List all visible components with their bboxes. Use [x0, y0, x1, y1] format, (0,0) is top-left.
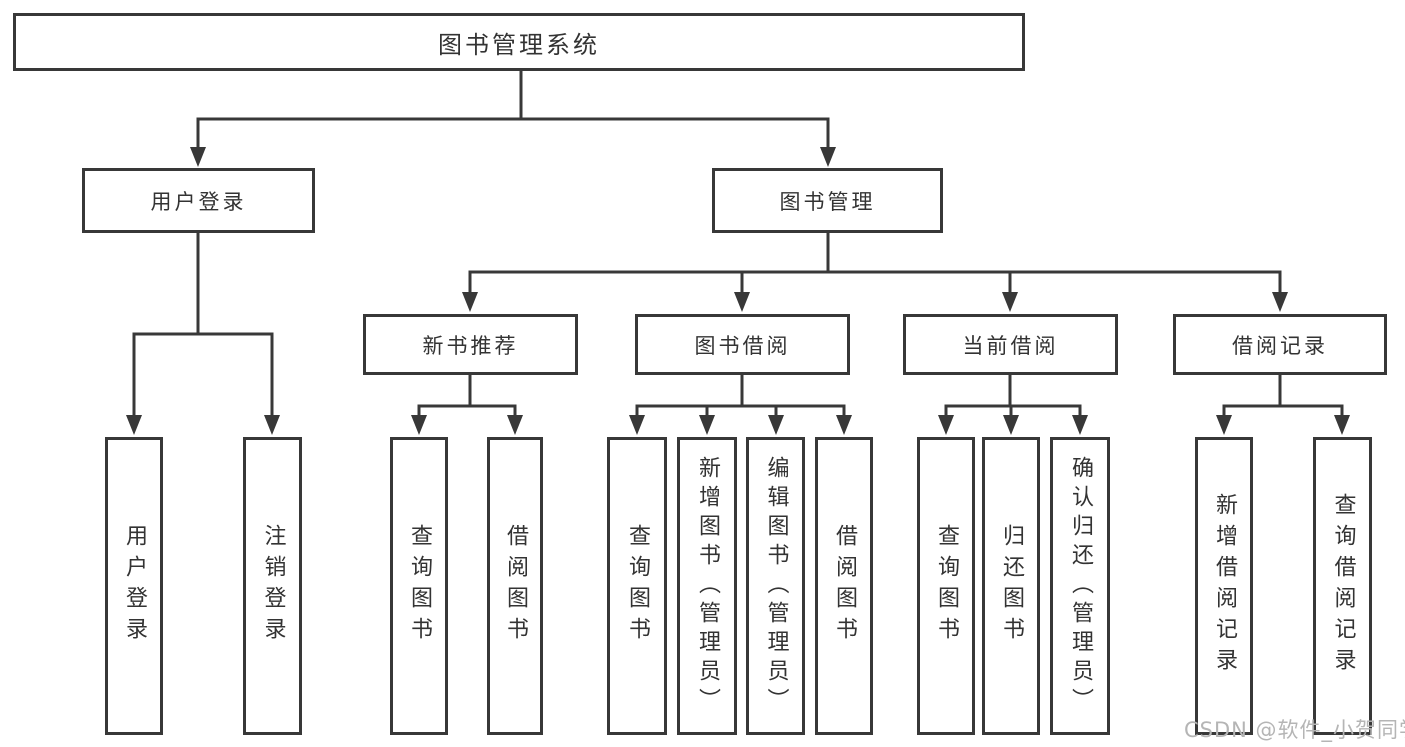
leaf-label: 查询图书: [625, 524, 650, 648]
leaf-edit-book-admin: 编辑图书（管理员）: [746, 437, 805, 735]
leaf-logout: 注销登录: [243, 437, 302, 735]
leaf-confirm-return-admin: 确认归还（管理员）: [1050, 437, 1110, 735]
node-library-management-system: 图书管理系统: [13, 13, 1025, 71]
leaf-label: 新增图书（管理员）: [695, 455, 720, 717]
leaf-label: 查询图书: [934, 524, 959, 648]
node-current-borrowing: 当前借阅: [903, 314, 1118, 375]
leaf-borrow-book: 借阅图书: [815, 437, 873, 735]
leaf-label: 用户登录: [122, 524, 147, 648]
node-label: 图书管理系统: [438, 30, 600, 59]
node-label: 用户登录: [150, 189, 247, 214]
leaf-label: 编辑图书（管理员）: [763, 455, 789, 717]
leaf-borrow-book-recommend: 借阅图书: [487, 437, 543, 735]
leaf-label: 确认归还（管理员）: [1068, 455, 1093, 717]
node-label: 借阅记录: [1232, 333, 1328, 358]
node-user-login-branch: 用户登录: [82, 168, 315, 233]
leaf-label: 归还图书: [999, 524, 1024, 648]
leaf-query-book-current: 查询图书: [917, 437, 975, 735]
leaf-label: 查询图书: [407, 524, 432, 648]
leaf-label: 借阅图书: [832, 524, 857, 648]
node-label: 图书借阅: [694, 333, 791, 358]
node-label: 图书管理: [779, 189, 876, 214]
leaf-query-book-recommend: 查询图书: [390, 437, 448, 735]
csdn-watermark: CSDN @软件_小贺同学: [1184, 718, 1405, 742]
leaf-label: 新增借阅记录: [1212, 493, 1237, 679]
node-label: 当前借阅: [962, 333, 1059, 358]
leaf-query-book-borrowing: 查询图书: [607, 437, 667, 735]
leaf-query-borrow-record: 查询借阅记录: [1313, 437, 1372, 735]
leaf-return-book: 归还图书: [982, 437, 1040, 735]
arrowheads: [126, 147, 1350, 435]
node-book-borrowing: 图书借阅: [635, 314, 850, 375]
leaf-label: 注销登录: [260, 524, 286, 648]
node-label: 新书推荐: [422, 333, 519, 358]
leaf-user-login: 用户登录: [105, 437, 163, 735]
leaf-add-borrow-record: 新增借阅记录: [1195, 437, 1253, 735]
node-new-book-recommend: 新书推荐: [363, 314, 578, 375]
node-borrowing-records: 借阅记录: [1173, 314, 1387, 375]
leaf-add-book-admin: 新增图书（管理员）: [677, 437, 737, 735]
node-book-management-branch: 图书管理: [712, 168, 943, 233]
leaf-label: 查询借阅记录: [1330, 493, 1356, 679]
leaf-label: 借阅图书: [503, 524, 528, 648]
